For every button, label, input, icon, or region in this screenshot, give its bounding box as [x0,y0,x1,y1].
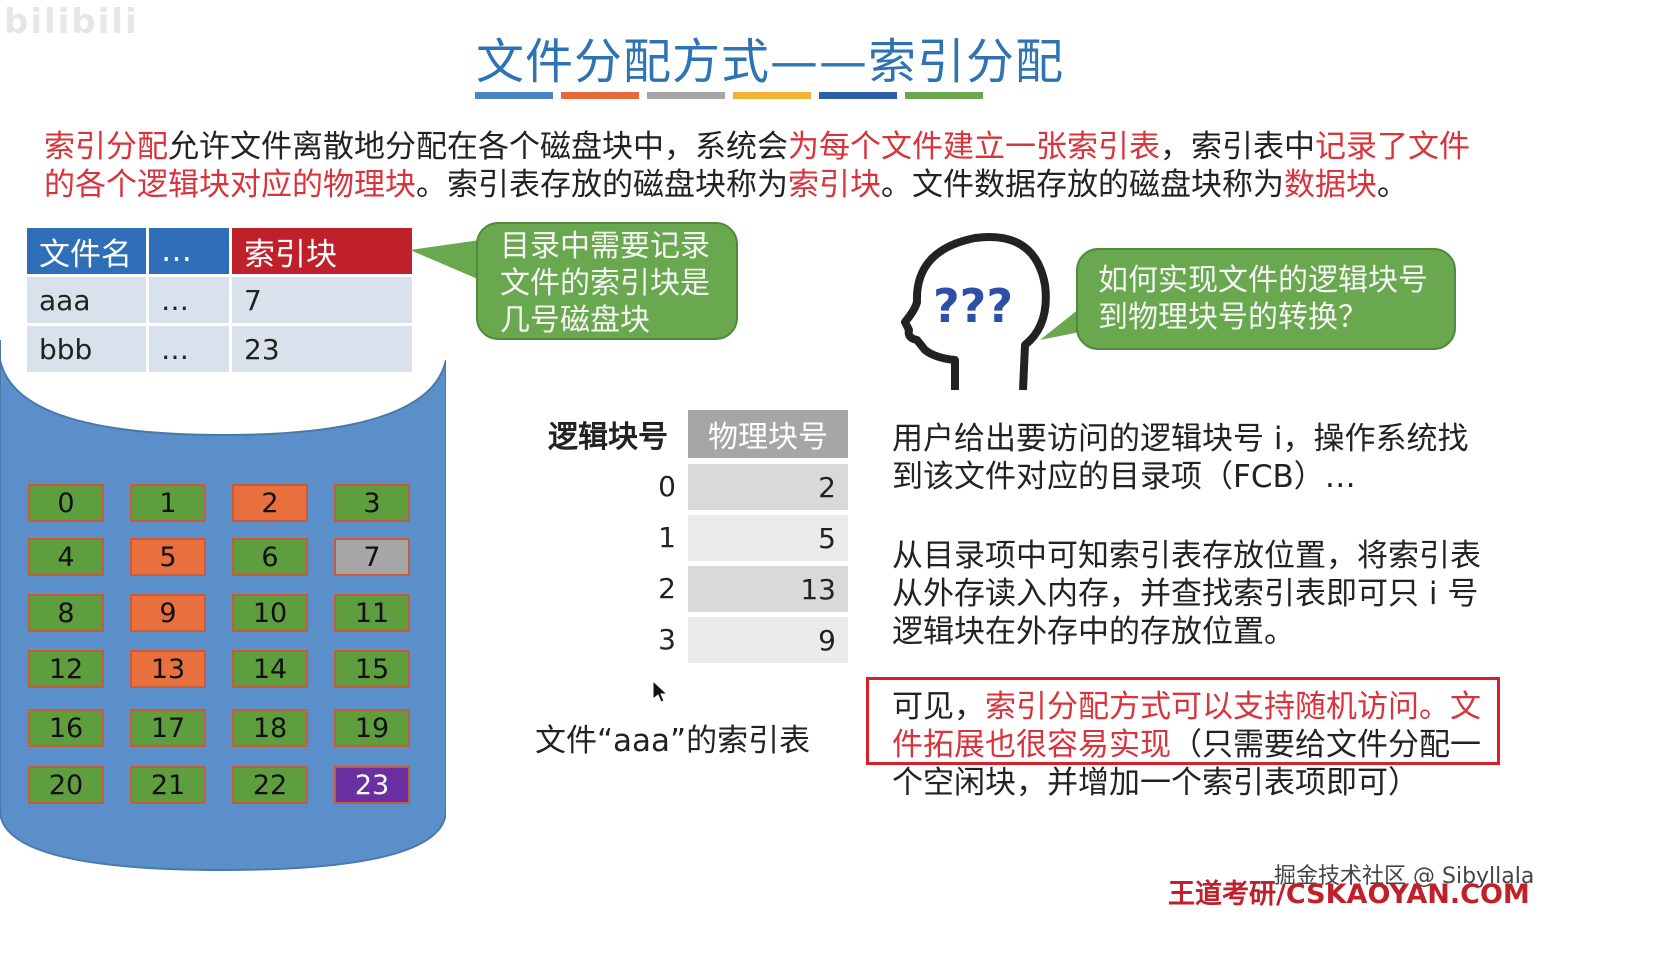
title-bar [475,92,553,99]
disk-block: 3 [334,484,410,522]
disk-block: 12 [28,650,104,688]
disk-block: 23 [334,766,410,804]
para-user-gives-block: 用户给出要访问的逻辑块号 i，操作系统找到该文件对应的目录项（FCB）… [892,421,1469,495]
index-physical-cell: 2 [688,464,848,510]
title-bar [819,92,897,99]
slide-title: 文件分配方式——索引分配 [475,34,1064,90]
directory-callout: 目录中需要记录文件的索引块是几号磁盘块 [476,222,738,340]
table-row: aaa … 7 [27,277,412,323]
title-bar [733,92,811,99]
intro-s8: 。文件数据存放的磁盘块称为 [881,167,1284,203]
disk-block: 4 [28,538,104,576]
dir-cell-ellipsis: … [149,326,229,372]
disk-block: 1 [130,484,206,522]
directory-header-row: 文件名 … 索引块 [27,228,412,274]
disk-block: 17 [130,709,206,747]
disk-block: 6 [232,538,308,576]
index-logical-cell: 1 [658,521,676,554]
disk-block: 19 [334,709,410,747]
index-header-logical: 逻辑块号 [548,420,668,455]
conclusion-p4: （只需要给文件分配一个空闲块，并增加一个索引表项即可） [892,727,1481,801]
disk-block: 0 [28,484,104,522]
disk-block: 18 [232,709,308,747]
footer-brand: 王道考研/CSKAOYAN.COM [1168,879,1530,910]
dir-cell-name: bbb [27,326,146,372]
intro-s9: 数据块 [1284,167,1377,203]
intro-s5: 记录了文件的各个逻辑块对应的物理块 [44,129,1470,203]
disk-block: 8 [28,594,104,632]
intro-s2: 允许文件离散地分配在各个磁盘块中，系统会 [168,129,788,165]
dir-header-filename: 文件名 [27,228,146,274]
index-physical-cell: 13 [688,566,848,612]
highlight-box [866,677,1500,765]
disk-block: 21 [130,766,206,804]
dir-header-index-block: 索引块 [232,228,412,274]
index-header-physical: 物理块号 [688,410,848,458]
title-bar [905,92,983,99]
title-bar [647,92,725,99]
disk-block: 5 [130,538,206,576]
disk-block: 11 [334,594,410,632]
disk-block: 7 [334,538,410,576]
conclusion-p3: 文件拓展也很容易实现 [892,689,1481,763]
question-callout: 如何实现文件的逻辑块号到物理块号的转换？ [1076,248,1456,350]
title-bar [561,92,639,99]
intro-s7: 索引块 [788,167,881,203]
bilibili-logo: bilibili [4,2,139,42]
disk-block: 15 [334,650,410,688]
intro-paragraph: 索引分配允许文件离散地分配在各个磁盘块中，系统会为每个文件建立一张索引表，索引表… [44,128,1484,204]
table-row: bbb … 23 [27,326,412,372]
disk-block: 9 [130,594,206,632]
dir-cell-index: 7 [232,277,412,323]
disk-block: 13 [130,650,206,688]
index-logical-cell: 2 [658,572,676,605]
index-physical-cell: 5 [688,515,848,561]
index-physical-cell: 9 [688,617,848,663]
dir-cell-ellipsis: … [149,277,229,323]
para-conclusion: 可见，索引分配方式可以支持随机访问。文件拓展也很容易实现（只需要给文件分配一个空… [892,688,1496,802]
footer-watermark: 掘金技术社区 @ Sibyllala [1274,864,1535,889]
disk-block: 2 [232,484,308,522]
mouse-cursor-icon [652,680,669,703]
intro-s6: 。索引表存放的磁盘块称为 [416,167,788,203]
intro-s3: 为每个文件建立一张索引表 [788,129,1160,165]
dir-cell-name: aaa [27,277,146,323]
disk-block: 10 [232,594,308,632]
disk-block: 16 [28,709,104,747]
intro-s4: ，索引表中 [1160,129,1315,165]
index-logical-cell: 3 [658,623,676,656]
directory-table: 文件名 … 索引块 aaa … 7 bbb … 23 [24,225,415,375]
index-table-caption: 文件“aaa”的索引表 [535,723,811,759]
disk-block: 14 [232,650,308,688]
dir-header-ellipsis: … [149,228,229,274]
intro-s1: 索引分配 [44,129,168,165]
conclusion-p1: 可见， [892,689,985,725]
conclusion-p2: 索引分配方式可以支持随机访问。 [985,689,1450,725]
callout-pointer [410,240,480,280]
disk-block: 20 [28,766,104,804]
intro-s10: 。 [1377,167,1408,203]
index-logical-cell: 0 [658,470,676,503]
disk-block: 22 [232,766,308,804]
thinking-head-icon: ??? [901,233,1050,391]
question-marks: ??? [933,279,1013,333]
dir-cell-index: 23 [232,326,412,372]
para-lookup-index: 从目录项中可知索引表存放位置，将索引表从外存读入内存，并查找索引表即可只 i 号… [892,538,1481,650]
